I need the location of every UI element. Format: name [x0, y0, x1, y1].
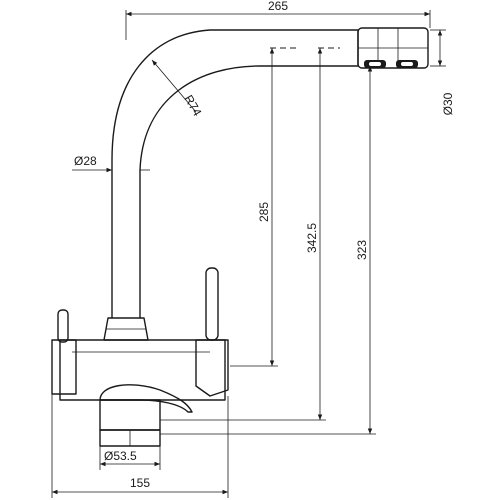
dimension-base-width: 155	[51, 394, 229, 498]
lower-body	[99, 384, 193, 413]
label-bend-radius: R74	[181, 93, 204, 119]
dimension-base-diameter: Ø53.5	[99, 446, 161, 470]
label-base-width: 155	[130, 476, 150, 490]
label-outlet-height-inner: 285	[257, 202, 271, 222]
outlet-nozzles	[364, 60, 418, 68]
right-lever-housing	[195, 339, 229, 397]
dimension-overall-reach: 265	[125, 0, 431, 40]
dimension-tube-diameter: Ø28	[72, 154, 150, 173]
label-base-diameter: Ø53.5	[104, 449, 137, 463]
base-shank	[99, 399, 161, 431]
faucet-outline	[51, 27, 429, 447]
label-total-height: 342.5	[305, 223, 319, 253]
right-lever	[205, 267, 219, 341]
dimension-outlet-diameter: Ø30	[430, 29, 455, 115]
left-lever	[57, 309, 69, 343]
spout-tube	[111, 29, 359, 319]
main-body	[59, 339, 226, 401]
label-tube-diameter: Ø28	[74, 154, 97, 168]
label-outlet-height-outer: 323	[355, 240, 369, 260]
label-overall-reach: 265	[268, 0, 288, 13]
dimension-total-height: 342.5	[160, 48, 326, 421]
dimension-outlet-height-inner: 285	[230, 48, 278, 367]
dimension-outlet-height-outer: 323	[160, 66, 376, 435]
left-lever-housing	[51, 339, 77, 395]
label-outlet-diameter: Ø30	[441, 92, 455, 115]
